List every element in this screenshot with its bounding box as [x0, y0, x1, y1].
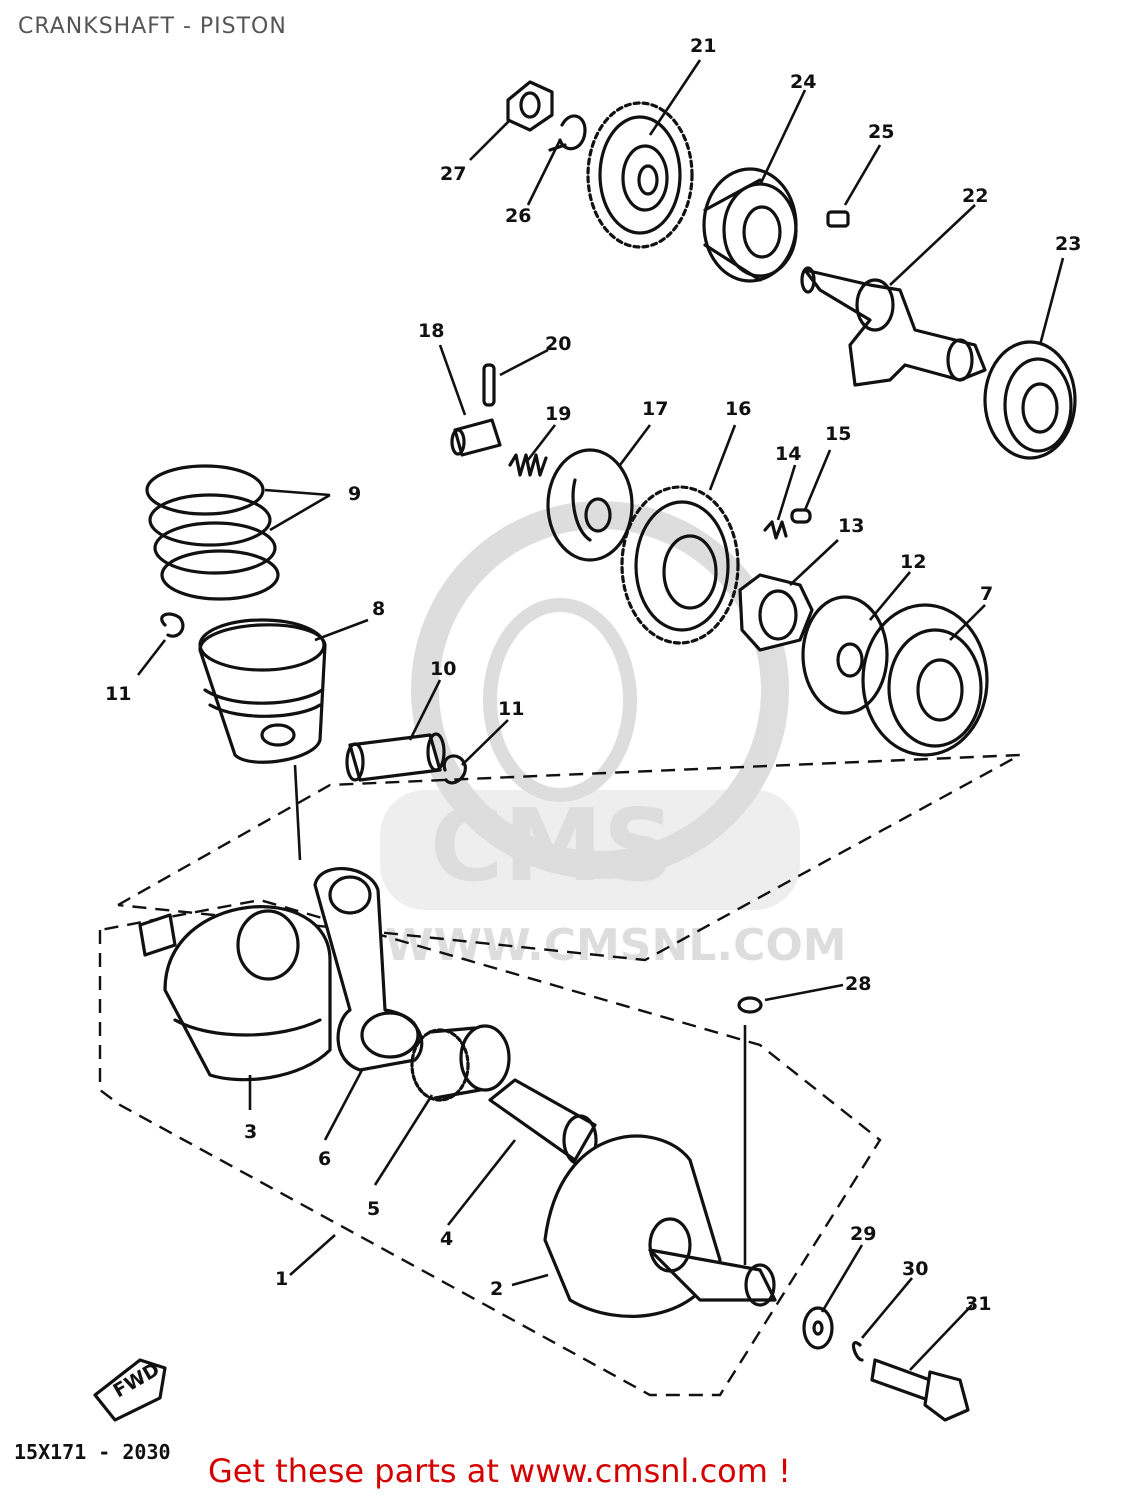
parts-shop-link[interactable]: Get these parts at www.cmsnl.com !: [208, 1452, 791, 1490]
callout-25: 25: [868, 121, 894, 143]
callout-26: 26: [505, 205, 531, 227]
callout-19: 19: [545, 403, 571, 425]
fwd-label: FWD: [110, 1358, 164, 1402]
part-26-lock-washer: [548, 114, 587, 152]
callout-12: 12: [900, 551, 926, 573]
callout-2: 2: [490, 1278, 503, 1300]
part-14-spring: [763, 520, 788, 540]
callout-10: 10: [430, 658, 456, 680]
callout-24: 24: [790, 71, 816, 93]
part-23-bearing: [983, 340, 1077, 460]
part-20-pin: [482, 363, 496, 407]
callout-21: 21: [690, 35, 716, 57]
watermark-url: WWW.CMSNL.COM: [385, 920, 847, 971]
part-21-primary-gear: [586, 101, 694, 249]
drawing-code: 15X171 - 2030: [14, 1440, 171, 1464]
callout-20: 20: [545, 333, 571, 355]
part-2-crank-half: [543, 1134, 777, 1318]
callout-16: 16: [725, 398, 751, 420]
leader-lines: [136, 59, 1065, 1371]
part-24-bearing: [702, 167, 798, 283]
part-5-needle-bearing: [410, 1024, 511, 1102]
callout-1: 1: [275, 1268, 288, 1290]
part-22-balancer-shaft: [800, 266, 987, 387]
part-7-bearing: [861, 603, 989, 757]
callout-9: 9: [348, 483, 361, 505]
callout-7: 7: [980, 583, 993, 605]
callout-13: 13: [838, 515, 864, 537]
part-10-piston-pin: [345, 732, 446, 782]
callout-31: 31: [965, 1293, 991, 1315]
part-3-crank-web: [138, 905, 332, 1082]
part-9-piston-rings: [145, 464, 280, 601]
part-12-plate: [801, 595, 889, 715]
callout-23: 23: [1055, 233, 1081, 255]
part-30-lock-washer: [851, 1341, 864, 1362]
part-callouts: 21 24 25 27 26 22 23 18 20 19 17 16 14 1…: [105, 35, 1081, 1315]
part-19-spring: [508, 453, 548, 477]
fwd-arrow-icon: FWD: [93, 1358, 167, 1422]
callout-5: 5: [367, 1198, 380, 1220]
callout-6: 6: [318, 1148, 331, 1170]
callout-22: 22: [962, 185, 988, 207]
callout-15: 15: [825, 423, 851, 445]
callout-14: 14: [775, 443, 801, 465]
part-11-circlip-left: [160, 612, 185, 638]
callout-18: 18: [418, 320, 444, 342]
part-29-washer: [802, 1306, 834, 1350]
part-11-circlip-right: [442, 754, 467, 785]
page-title: CRANKSHAFT - PISTON: [18, 14, 287, 39]
part-18-pin: [450, 418, 502, 457]
cms-watermark-logo: CMS WWW.CMSNL.COM: [380, 501, 847, 971]
part-4-crank-pin: [488, 1078, 598, 1166]
part-13-hub: [738, 573, 814, 652]
part-25-key: [826, 210, 850, 228]
part-27-nut: [506, 80, 554, 132]
callout-28: 28: [845, 973, 871, 995]
callout-4: 4: [440, 1228, 453, 1250]
part-17-plate: [546, 448, 634, 562]
part-8-piston: [198, 618, 327, 764]
part-31-bolt: [870, 1358, 970, 1422]
callout-11-left: 11: [105, 683, 131, 705]
callout-27: 27: [440, 163, 466, 185]
callout-30: 30: [902, 1258, 928, 1280]
part-16-balancer-gear: [620, 485, 740, 645]
callout-8: 8: [372, 598, 385, 620]
callout-29: 29: [850, 1223, 876, 1245]
callout-17: 17: [642, 398, 668, 420]
part-28-key: [737, 996, 763, 1014]
part-6-connecting-rod: [313, 866, 424, 1072]
callout-11-right: 11: [498, 698, 524, 720]
part-15-pin: [790, 508, 812, 524]
watermark-brand: CMS: [430, 787, 675, 904]
crankshaft-group-outline: [98, 898, 882, 1397]
crank-assembly-outline: [117, 753, 1021, 962]
callout-3: 3: [244, 1121, 257, 1143]
